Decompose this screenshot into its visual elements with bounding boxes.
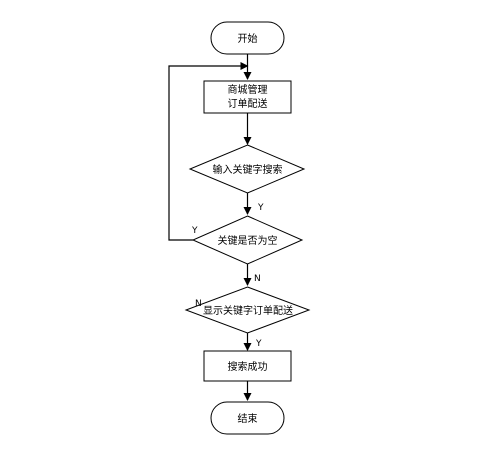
edge-loop-back: [168, 62, 249, 241]
mall-label-line1: 商城管理: [228, 83, 268, 96]
end-label: 结束: [238, 412, 258, 425]
end-node: 结束: [210, 401, 285, 435]
edge-label-n-stray: N: [195, 299, 202, 309]
search-success-box: 搜索成功: [203, 350, 292, 382]
mall-management-box: 商城管理 订单配送: [203, 80, 292, 114]
edge-label-y-down: Y: [257, 203, 264, 213]
start-node: 开始: [210, 21, 285, 55]
input-keyword-diamond: 输入关键字搜索: [188, 144, 306, 194]
edge-label-y-loop: Y: [191, 226, 198, 236]
show-result-label: 显示关键字订单配送: [203, 304, 293, 317]
edge-label-n-down: N: [254, 274, 261, 284]
empty-check-label: 关键是否为空: [218, 234, 278, 247]
show-result-diamond: 显示关键字订单配送 N: [184, 286, 311, 334]
mall-label-line2: 订单配送: [228, 97, 268, 110]
empty-check-diamond: 关键是否为空: [191, 215, 304, 265]
edge-label-y-result: Y: [255, 339, 262, 349]
input-keyword-label: 输入关键字搜索: [213, 163, 283, 176]
start-label: 开始: [238, 32, 258, 45]
search-success-label: 搜索成功: [228, 360, 268, 373]
